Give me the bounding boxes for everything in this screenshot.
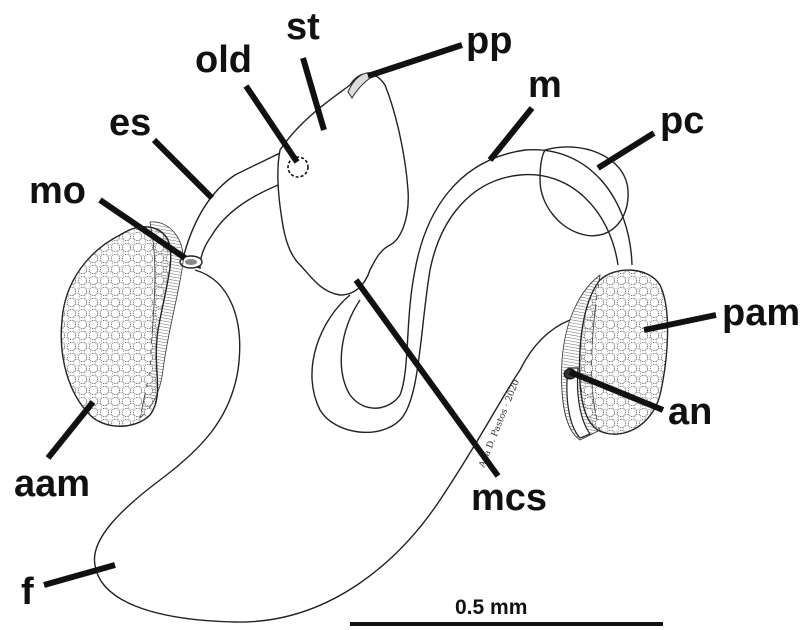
label-m: m <box>528 64 562 106</box>
leader-es <box>154 140 212 198</box>
label-pam: pam <box>722 292 800 334</box>
esophagus <box>182 152 290 268</box>
scale-bar-label: 0.5 mm <box>455 596 527 619</box>
label-pc: pc <box>660 100 704 142</box>
label-an: an <box>668 391 712 433</box>
label-pp: pp <box>466 20 512 62</box>
label-mcs: mcs <box>471 477 547 519</box>
label-st: st <box>286 6 320 48</box>
label-es: es <box>109 102 151 144</box>
leader-pc <box>598 133 654 168</box>
label-aam: aam <box>14 463 90 505</box>
leader-old <box>246 86 297 162</box>
label-f: f <box>21 571 34 613</box>
label-mo: mo <box>29 170 86 212</box>
stomach <box>278 74 408 295</box>
leader-aam <box>48 402 93 458</box>
label-old: old <box>195 39 252 81</box>
leader-pp <box>368 45 462 76</box>
